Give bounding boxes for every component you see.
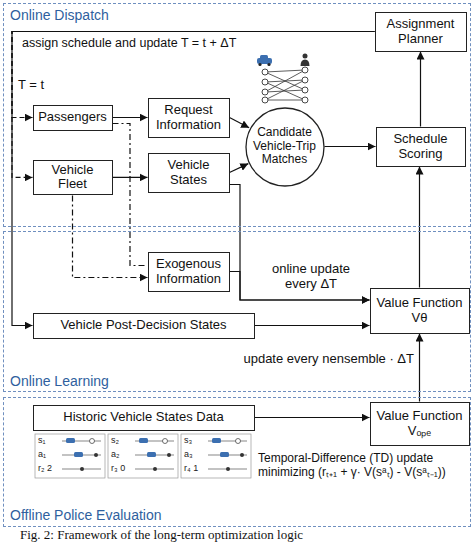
connector: [73, 195, 148, 277]
action-label: a₁: [38, 449, 60, 459]
state-label: s₂: [111, 435, 133, 445]
connector: [325, 146, 376, 147]
reward-label: r₂ 2: [38, 463, 60, 473]
figure-caption: Fig. 2: Framework of the long-term optim…: [20, 527, 303, 543]
car-icon: [257, 55, 272, 66]
process-box: Schedule Scoring: [376, 127, 466, 167]
connector: [255, 325, 370, 326]
trajectory-illustration: [35, 434, 251, 478]
process-box: Vehicle States: [148, 153, 230, 193]
state-label: s₁: [38, 435, 60, 445]
connector: [420, 52, 421, 127]
connector: [255, 417, 370, 418]
note-text: Temporal-Difference (TD) update minimizi…: [258, 452, 468, 480]
edge-label: update every nensemble · ΔT: [226, 352, 414, 367]
edge-label: assign schedule and update T = t + ΔT: [22, 36, 272, 50]
reward-label: r₄ 1: [184, 463, 206, 473]
connector: [230, 185, 370, 301]
node-label: Value Function Vθ: [376, 296, 464, 326]
connector: [12, 32, 375, 326]
match-circle: Candidate Vehicle-Trip Matches: [245, 107, 325, 187]
node-label: Value Function Vₒₚₑ: [376, 409, 464, 439]
node-label: Assignment Planner: [381, 17, 461, 47]
node-label: Passengers: [38, 110, 107, 125]
connector: [113, 117, 148, 118]
region-title: Offline Police Evaluation: [10, 507, 162, 523]
process-box: Passengers: [33, 105, 113, 131]
person-icon: [301, 54, 310, 67]
connector: [230, 164, 249, 173]
process-box: Exogenous Information: [148, 252, 230, 292]
process-box: Request Information: [148, 98, 230, 138]
connector: [230, 118, 250, 128]
node-label: Exogenous Information: [154, 257, 224, 287]
node-label: Schedule Scoring: [382, 132, 460, 162]
graph-vertices: [262, 67, 308, 103]
bipartite-graph: [265, 70, 305, 100]
time-label: T = t: [18, 78, 58, 93]
action-label: a₂: [111, 449, 133, 459]
region-title: Online Dispatch: [10, 7, 109, 23]
process-box: Vehicle Post-Decision States: [33, 313, 255, 339]
node-label: Vehicle Post-Decision States: [60, 318, 226, 333]
region-title: Online Learning: [10, 373, 109, 389]
node-label: Request Information: [154, 103, 224, 133]
process-box: Assignment Planner: [375, 12, 467, 52]
process-box: Value Function Vₒₚₑ: [370, 402, 470, 446]
region-band: Online Learning Exogenous InformationVehi…: [3, 231, 471, 392]
process-box: Vehicle Fleet: [33, 160, 113, 196]
process-box: Historic Vehicle States Data: [33, 405, 255, 431]
connector: [113, 124, 148, 266]
connector: [419, 167, 420, 288]
reward-label: r₃ 0: [111, 463, 133, 473]
node-label: Vehicle States: [154, 158, 224, 188]
node-label: Historic Vehicle States Data: [63, 410, 223, 425]
node-label: Candidate Vehicle-Trip Matches: [249, 126, 321, 167]
action-label: a₃: [184, 449, 206, 459]
state-label: s₃: [184, 435, 206, 445]
process-box: Value Function Vθ: [370, 288, 470, 334]
node-label: Vehicle Fleet: [39, 163, 107, 193]
edge-label: online update every ΔT: [256, 262, 366, 292]
